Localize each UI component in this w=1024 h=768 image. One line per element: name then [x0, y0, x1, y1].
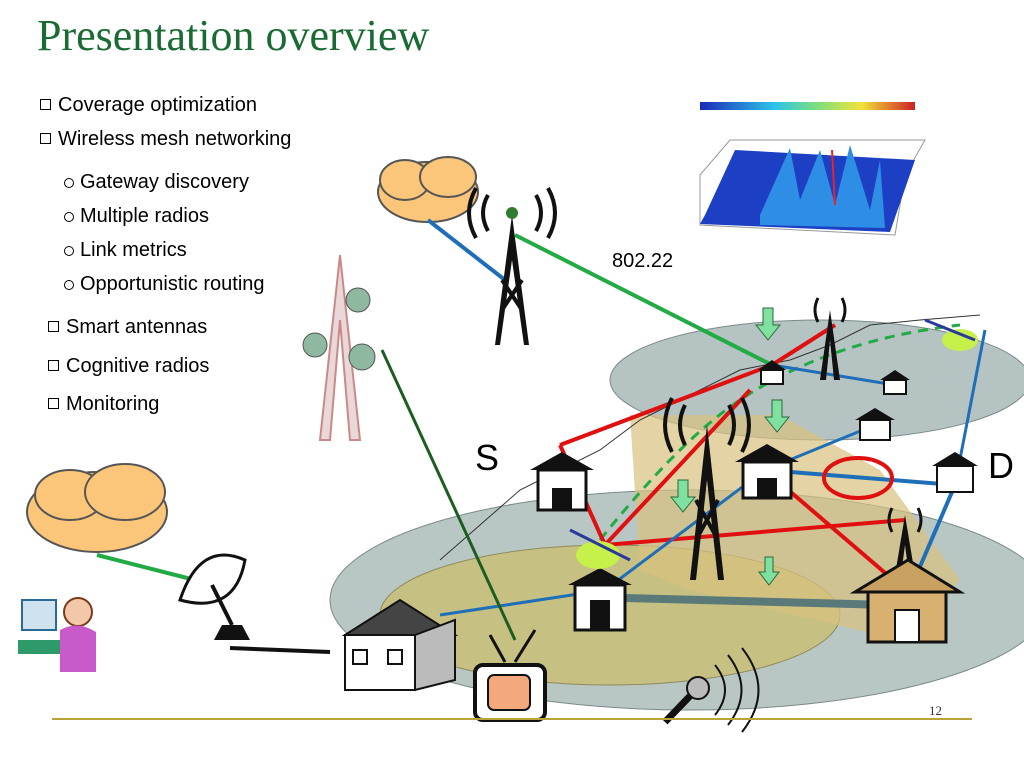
arrow-down-3-icon: [669, 479, 697, 513]
arrow-down-2-icon: [763, 399, 791, 433]
hut-destination-icon: [932, 452, 978, 493]
center-tower-icon: [663, 397, 751, 580]
hut-center-icon: [735, 444, 799, 500]
source-label: S: [475, 437, 500, 478]
smart-antenna-right-icon: [924, 318, 978, 351]
footer-divider: [52, 718, 972, 720]
network-links: [96, 218, 987, 654]
smart-antenna-left-icon: [569, 528, 631, 569]
hut-top-icon: [758, 360, 786, 385]
television-icon: [473, 629, 547, 722]
hut-upper-right-icon: [880, 370, 910, 395]
standard-label: 802.22: [612, 250, 674, 272]
destination-label: D: [988, 445, 1014, 486]
slide-title: Presentation overview: [37, 11, 430, 60]
cloud-left-icon: [26, 463, 168, 553]
hut-middle-right-icon: [855, 408, 895, 441]
hut-large-icon: [849, 558, 966, 644]
house-icon: [341, 598, 459, 692]
lattice-tower-icon: [302, 254, 376, 441]
hut-source-icon: [530, 452, 594, 512]
arrow-down-1-icon: [754, 307, 782, 341]
interference-highlight: [822, 456, 894, 500]
hut-lower-icon: [568, 568, 632, 632]
arrow-down-4-icon: [757, 556, 781, 586]
cloud-top-icon: [377, 156, 479, 223]
satellite-dish-icon: [178, 553, 250, 640]
microphone-icon: [662, 647, 760, 733]
tv-tower-icon: [467, 187, 557, 345]
small-tower-top-icon: [813, 297, 847, 380]
page-number: 12: [929, 703, 942, 718]
spectrum-plot: [699, 102, 926, 236]
person-at-computer-icon: [18, 597, 96, 672]
